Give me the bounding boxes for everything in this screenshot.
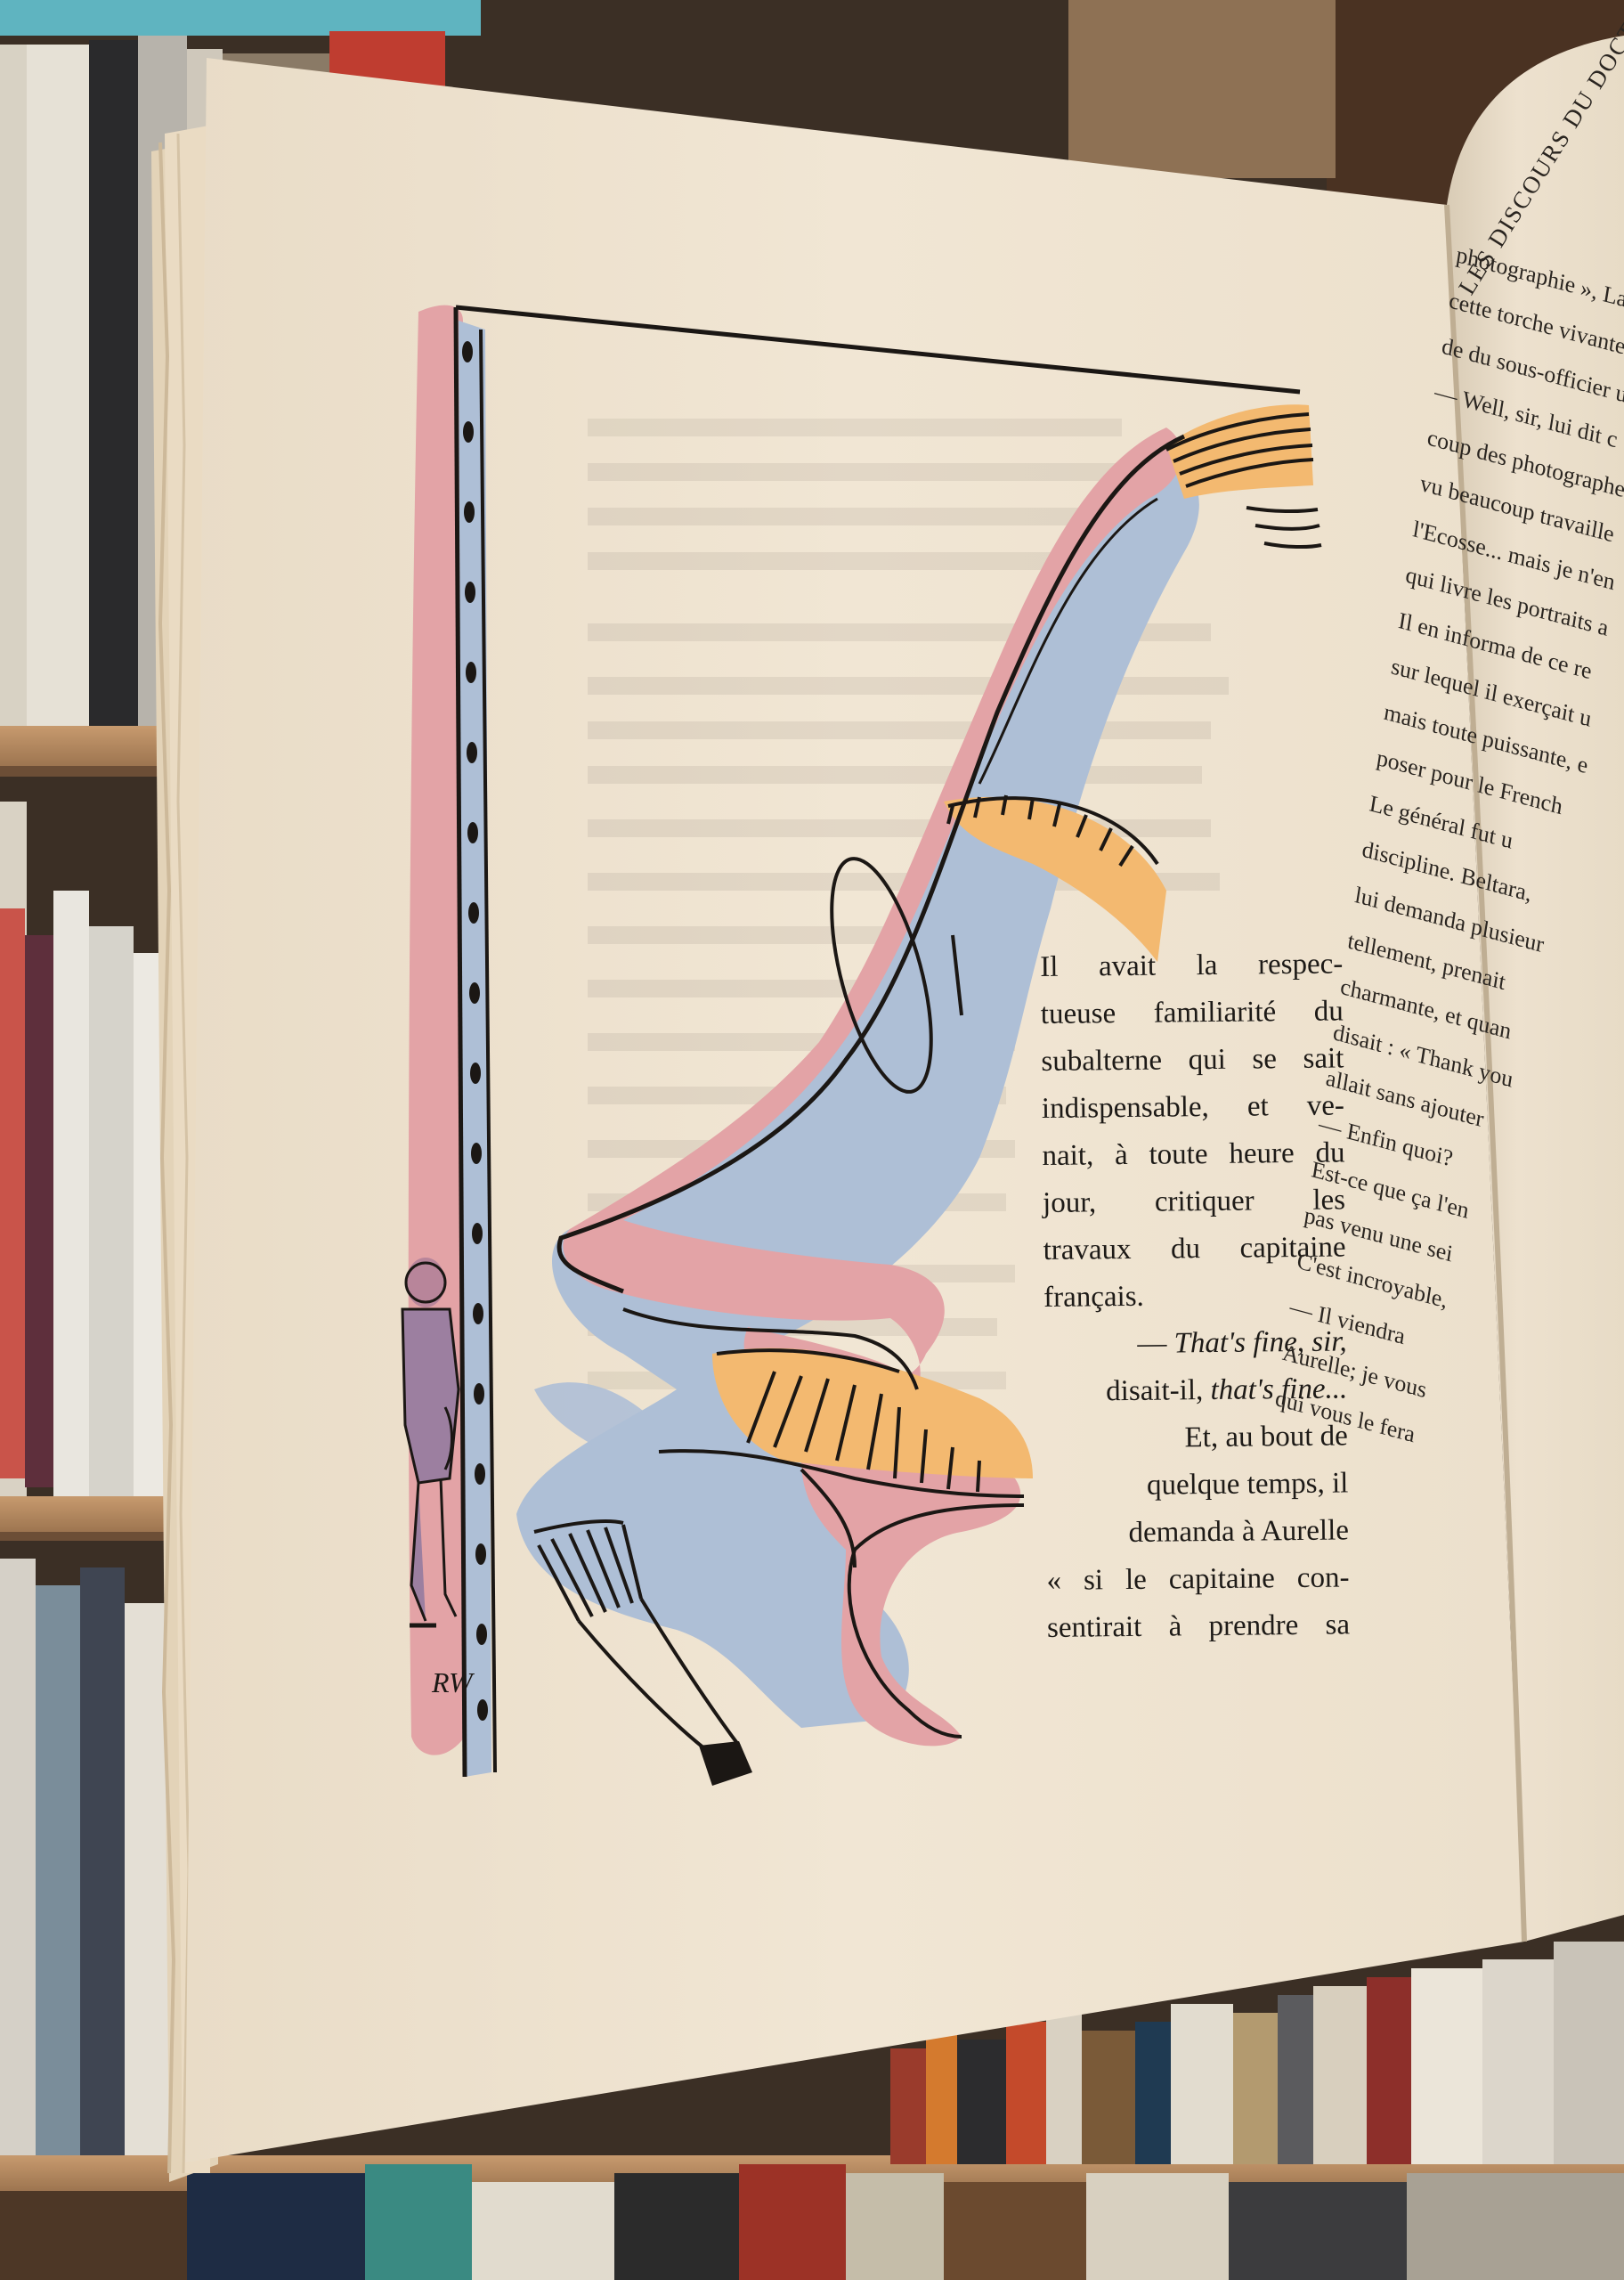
illustration: RW	[401, 305, 1322, 1786]
quote-attribution: disait-il,	[1106, 1374, 1211, 1408]
brush-tip	[699, 1741, 752, 1786]
text-line-4: indispensable, et ve-	[1041, 1089, 1345, 1125]
facing-page	[1444, 36, 1624, 1942]
text-line-14: « si le capitaine con-	[1046, 1561, 1350, 1597]
text-line-12: quelque temps, il	[1146, 1467, 1349, 1502]
fringe-hatching-lower	[658, 1348, 1025, 1498]
text-line-2: tueuse familiarité du	[1040, 995, 1344, 1030]
pink-shoe-wash	[801, 1457, 1021, 1747]
quote-dash: —	[1137, 1327, 1174, 1360]
pillar-holes	[462, 341, 488, 1721]
brush	[533, 1519, 741, 1756]
fringe-hatching-top	[1165, 412, 1322, 550]
orange-top-fringe	[1166, 404, 1313, 499]
text-line-5: nait, à toute heure du	[1042, 1136, 1345, 1172]
arc-hatching	[946, 794, 1159, 867]
top-bar-line	[455, 305, 1301, 395]
orange-arc	[944, 796, 1166, 962]
text-line-15: sentirait à prendre sa	[1046, 1608, 1351, 1644]
text-line-1: Il avait la respec-	[1040, 948, 1344, 983]
text-line-13: demanda à Aurelle	[1128, 1514, 1350, 1549]
knee-loops	[830, 857, 963, 1094]
blue-leg-wash	[516, 463, 1199, 1728]
artist-signature: RW	[431, 1666, 475, 1698]
text-line-3: subalterne qui se sait	[1041, 1042, 1344, 1078]
pink-leg-wash	[563, 428, 1182, 1389]
text-line-6: jour, critiquer les	[1042, 1184, 1346, 1219]
small-man-figure	[401, 1258, 460, 1628]
orange-lower-fringe	[712, 1348, 1033, 1478]
